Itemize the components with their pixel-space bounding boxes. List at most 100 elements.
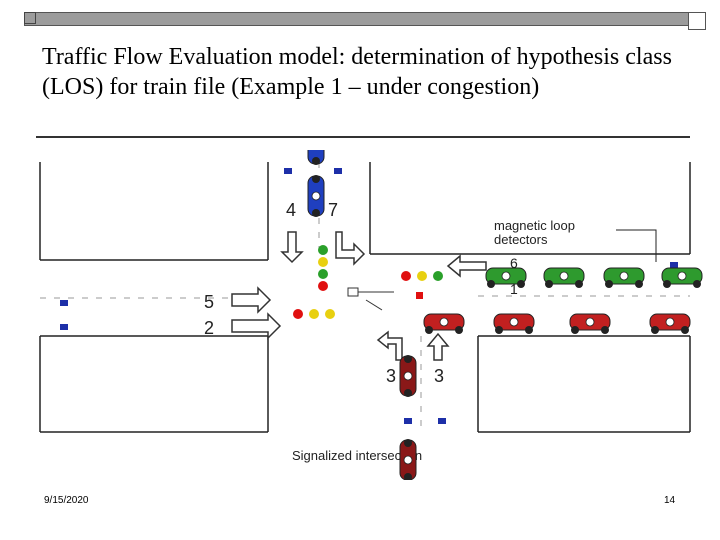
car-wheel xyxy=(545,280,553,288)
car-wheel xyxy=(312,175,320,183)
car-wheel xyxy=(495,326,503,334)
car-wheel xyxy=(525,326,533,334)
car-wheel xyxy=(517,280,525,288)
road-edges xyxy=(39,162,691,433)
lane-label-east-bottom: 1 xyxy=(510,281,518,297)
car-driver xyxy=(509,317,519,327)
car-wheel xyxy=(693,280,701,288)
title-underline xyxy=(36,136,690,138)
car-driver xyxy=(501,271,511,281)
signal-east-red xyxy=(401,271,411,281)
figure-caption: Signalized intersection xyxy=(292,448,422,463)
signal-east-yellow xyxy=(417,271,427,281)
signal-north-red xyxy=(318,281,328,291)
car-east-green-3 xyxy=(603,267,645,288)
signal-west-yellow xyxy=(309,309,319,319)
car-wheel xyxy=(404,389,412,397)
car-wheel xyxy=(605,280,613,288)
car-wheel xyxy=(425,326,433,334)
south-arrows xyxy=(376,330,450,361)
signal-center-red xyxy=(416,292,423,299)
car-wheel xyxy=(487,280,495,288)
detector-north-1 xyxy=(284,168,292,174)
north-left-arrow-icon xyxy=(280,231,304,264)
car-east-red-4 xyxy=(649,313,691,334)
car-wheel xyxy=(681,326,689,334)
car-south-2 xyxy=(399,439,417,480)
car-wheel xyxy=(601,326,609,334)
detector-east-1 xyxy=(670,262,678,268)
car-east-red-2 xyxy=(493,313,535,334)
car-wheel xyxy=(404,473,412,480)
detector-south-1 xyxy=(404,418,412,424)
car-driver xyxy=(311,191,321,201)
detector-west-1 xyxy=(60,300,68,306)
signal-west-red xyxy=(293,309,303,319)
slide-top-bar xyxy=(24,12,692,26)
west-arrows xyxy=(231,286,282,340)
south-left-turn-arrow-icon xyxy=(376,330,403,361)
detectors xyxy=(60,168,678,424)
car-east-red-1 xyxy=(423,313,465,334)
signal-west-yellow-2 xyxy=(325,309,335,319)
east-through-arrow-icon xyxy=(446,254,487,278)
car-driver xyxy=(403,371,413,381)
signal-controller xyxy=(347,287,394,311)
signal-north-yellow xyxy=(318,257,328,267)
car-wheel xyxy=(635,280,643,288)
lane-label-south-right: 3 xyxy=(434,366,444,386)
detector-callout-line xyxy=(616,229,657,262)
car-wheel xyxy=(455,326,463,334)
lane-label-north-left: 4 xyxy=(286,200,296,220)
car-east-green-2 xyxy=(543,267,585,288)
car-driver xyxy=(619,271,629,281)
car-driver xyxy=(403,455,413,465)
car-wheel xyxy=(571,326,579,334)
lane-label-west-top: 5 xyxy=(204,292,214,312)
car-wheel xyxy=(651,326,659,334)
car-wheel xyxy=(312,157,320,165)
signal-east-green xyxy=(433,271,443,281)
controller-pointer xyxy=(365,299,383,311)
car-wheel xyxy=(575,280,583,288)
signal-north-green xyxy=(318,245,328,255)
footer-date: 9/15/2020 xyxy=(44,495,89,506)
controller-box-icon xyxy=(347,287,359,297)
car-driver xyxy=(665,317,675,327)
lane-numbers: 4 7 5 2 3 3 6 1 xyxy=(204,200,518,386)
lane-label-west-bottom: 2 xyxy=(204,318,214,338)
lane-dividers xyxy=(40,162,690,432)
car-driver xyxy=(677,271,687,281)
vehicles xyxy=(307,150,703,480)
car-north-2 xyxy=(307,175,325,217)
signal-north-green-2 xyxy=(318,269,328,279)
detector-west-2 xyxy=(60,324,68,330)
car-east-green-4 xyxy=(661,267,703,288)
car-wheel xyxy=(404,439,412,447)
car-driver xyxy=(439,317,449,327)
lane-label-east-top: 6 xyxy=(510,255,518,271)
car-wheel xyxy=(663,280,671,288)
detector-north-2 xyxy=(334,168,342,174)
detector-label-line2: detectors xyxy=(494,232,548,247)
west-through-arrow-icon-bottom xyxy=(231,312,282,340)
lane-label-north-right: 7 xyxy=(328,200,338,220)
car-driver xyxy=(559,271,569,281)
detector-south-2 xyxy=(438,418,446,424)
north-arrows xyxy=(280,231,366,266)
slide-title: Traffic Flow Evaluation model: determina… xyxy=(42,44,672,100)
car-east-red-3 xyxy=(569,313,611,334)
intersection-figure: 4 7 5 2 3 3 6 1 magnetic loop detectors … xyxy=(39,150,703,480)
east-arrows xyxy=(446,254,487,278)
car-north-1 xyxy=(307,150,325,165)
car-wheel xyxy=(404,355,412,363)
car-wheel xyxy=(312,209,320,217)
slide-corner-square-right xyxy=(688,12,706,30)
north-right-turn-arrow-icon xyxy=(335,231,366,266)
west-through-arrow-icon-top xyxy=(231,286,272,314)
car-east-green-1 xyxy=(485,267,527,288)
detector-label-line1: magnetic loop xyxy=(494,218,575,233)
south-through-arrow-icon xyxy=(426,332,450,361)
car-driver xyxy=(585,317,595,327)
slide-corner-square-left xyxy=(24,12,36,24)
